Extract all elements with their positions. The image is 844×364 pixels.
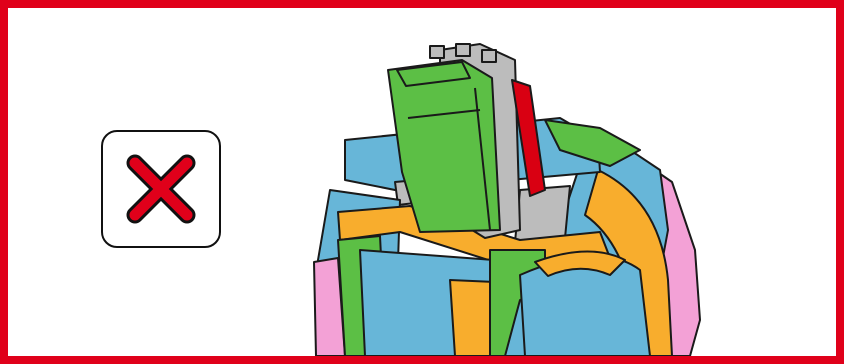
gray-stud	[456, 44, 470, 56]
gray-slot-right	[515, 186, 570, 242]
brick-assembly-illustration	[8, 8, 836, 356]
gray-stud	[482, 50, 496, 62]
gray-stud	[430, 46, 444, 58]
front-blue-curve	[520, 256, 650, 356]
